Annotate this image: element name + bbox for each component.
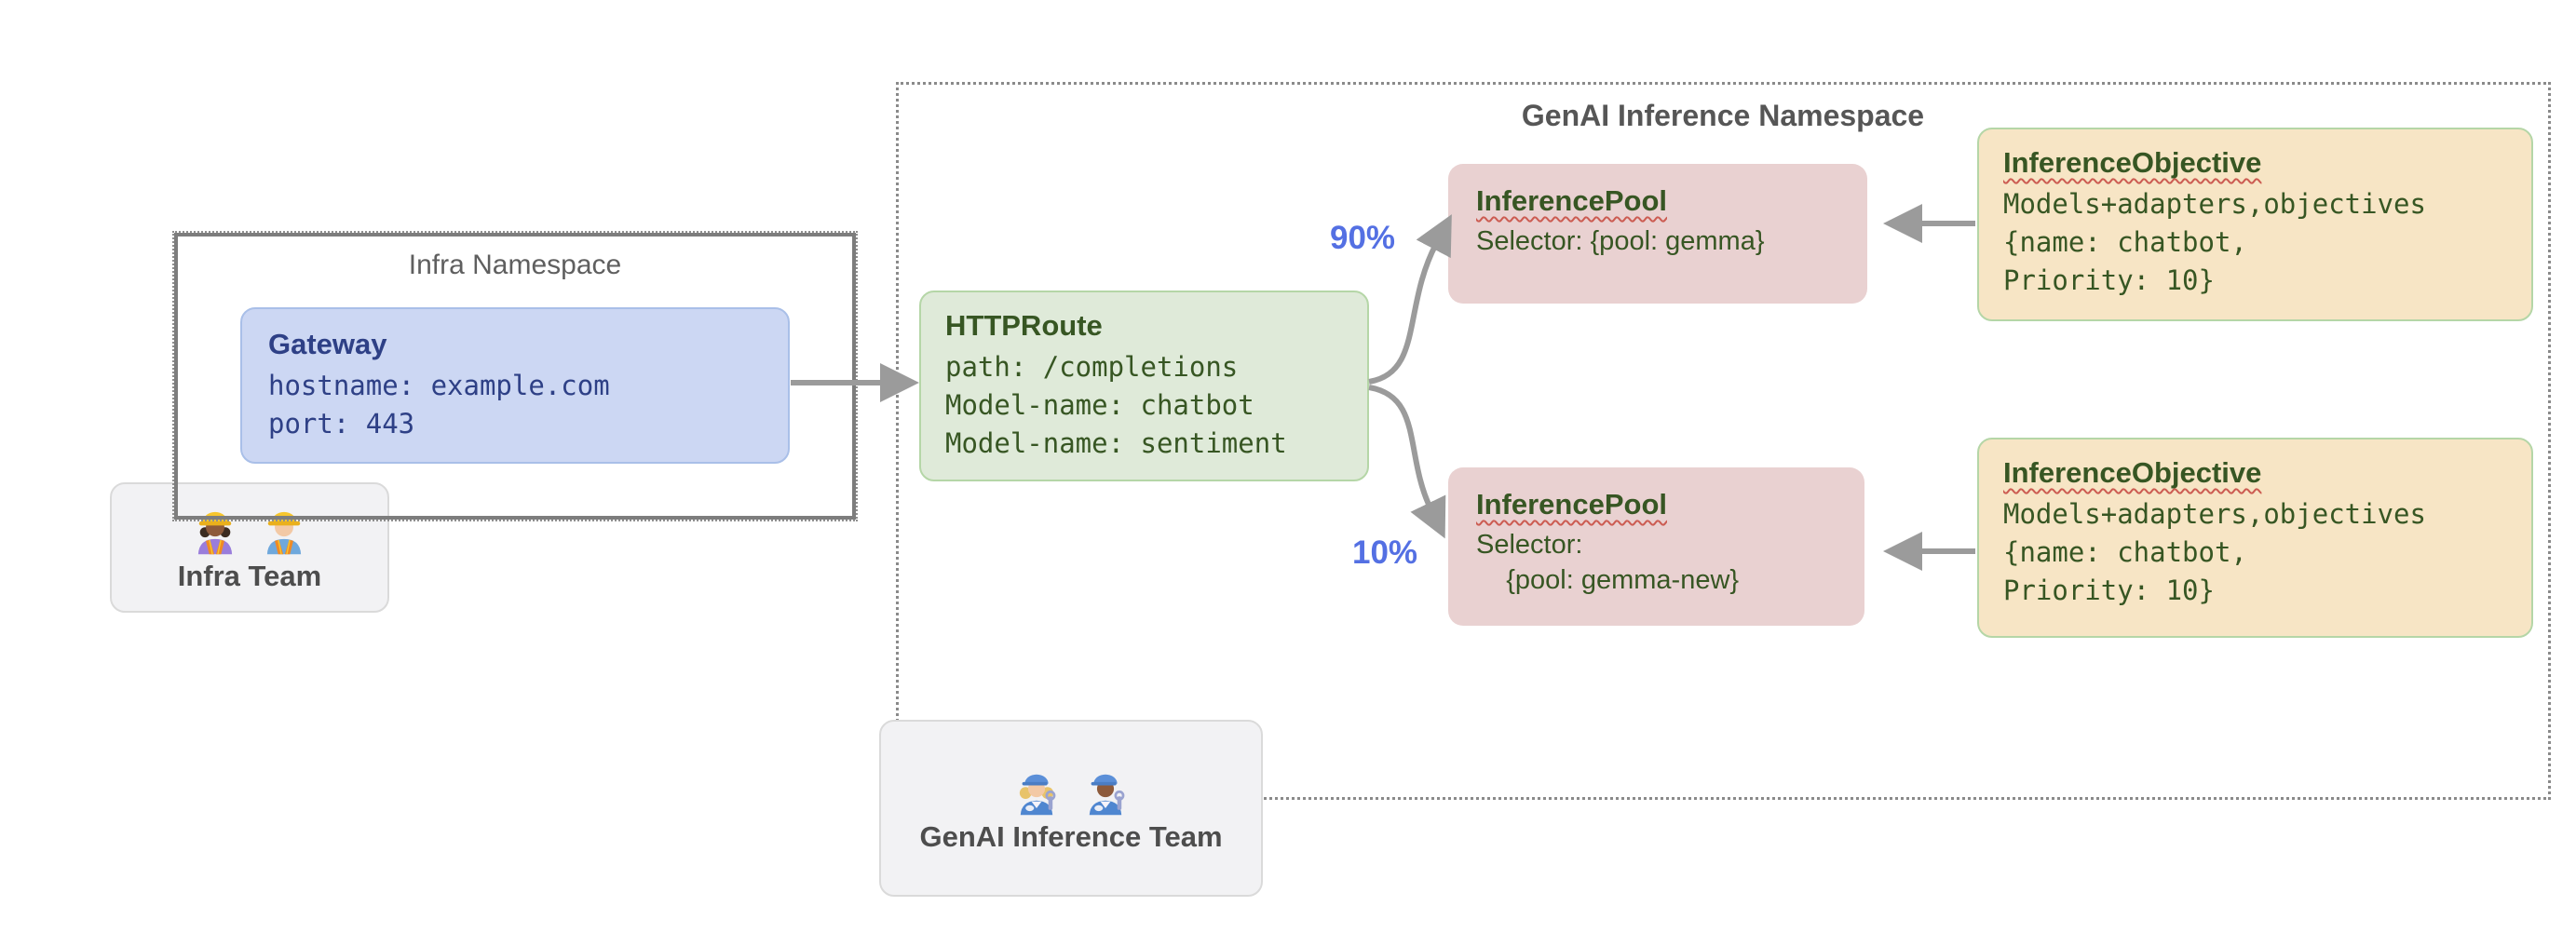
traffic-split-10-label: 10% <box>1352 534 1418 571</box>
gateway-port-line: port: 443 <box>268 408 415 439</box>
inference-pool-top-title: InferencePool <box>1476 184 1667 217</box>
woman-mechanic-emoji <box>1019 774 1056 816</box>
infra-namespace-title: Infra Namespace <box>408 250 622 280</box>
inference-objective-top-models-line: Models+adapters,objectives <box>2003 188 2426 220</box>
httproute-box: HTTPRoute path: /completions Model-name:… <box>919 291 1369 481</box>
inference-objective-bottom-priority-line: Priority: 10} <box>2003 575 2215 606</box>
infra-team-emoji-row <box>188 502 311 556</box>
gateway-title: Gateway <box>268 328 387 360</box>
httproute-model-sentiment-line: Model-name: sentiment <box>945 427 1287 459</box>
inference-objective-bottom-name-line: {name: chatbot, <box>2003 536 2247 568</box>
genai-inference-team-card: GenAI Inference Team <box>879 720 1263 897</box>
inference-pool-bottom-selector-value-line: {pool: gemma-new} <box>1476 565 1740 595</box>
inference-pool-bottom-box: InferencePool Selector: {pool: gemma-new… <box>1448 467 1864 626</box>
inference-pool-top-selector-line: Selector: {pool: gemma} <box>1476 226 1765 256</box>
inference-objective-top-title: InferenceObjective <box>2003 146 2262 179</box>
traffic-split-90-label: 90% <box>1330 220 1396 256</box>
woman-construction-worker-emoji <box>197 511 233 555</box>
gateway-box: Gateway hostname: example.com port: 443 <box>240 307 790 464</box>
infra-namespace-box: Infra Namespace <box>172 231 858 521</box>
inference-objective-bottom-title: InferenceObjective <box>2003 456 2262 489</box>
inference-objective-bottom-box: InferenceObjective Models+adapters,objec… <box>1977 438 2533 638</box>
genai-inference-namespace-title: GenAI Inference Namespace <box>1521 99 1925 132</box>
httproute-title: HTTPRoute <box>945 309 1103 342</box>
httproute-path-line: path: /completions <box>945 351 1239 383</box>
man-construction-worker-emoji <box>266 511 302 555</box>
inference-pool-bottom-title: InferencePool <box>1476 488 1667 521</box>
inference-objective-bottom-models-line: Models+adapters,objectives <box>2003 498 2426 530</box>
inference-pool-bottom-selector-line: Selector: <box>1476 530 1583 560</box>
infra-team-label: Infra Team <box>177 560 322 592</box>
inference-objective-top-box: InferenceObjective Models+adapters,objec… <box>1977 128 2533 321</box>
inference-objective-top-priority-line: Priority: 10} <box>2003 264 2215 296</box>
infra-team-card: Infra Team <box>110 482 389 613</box>
genai-team-label: GenAI Inference Team <box>919 820 1223 853</box>
man-mechanic-emoji <box>1089 774 1125 816</box>
gateway-hostname-line: hostname: example.com <box>268 370 610 401</box>
inference-pool-top-box: InferencePool Selector: {pool: gemma} <box>1448 164 1867 304</box>
genai-inference-namespace-box <box>896 82 2551 800</box>
genai-team-emoji-row <box>1010 763 1132 817</box>
inference-objective-top-name-line: {name: chatbot, <box>2003 226 2247 258</box>
httproute-model-chatbot-line: Model-name: chatbot <box>945 389 1254 421</box>
